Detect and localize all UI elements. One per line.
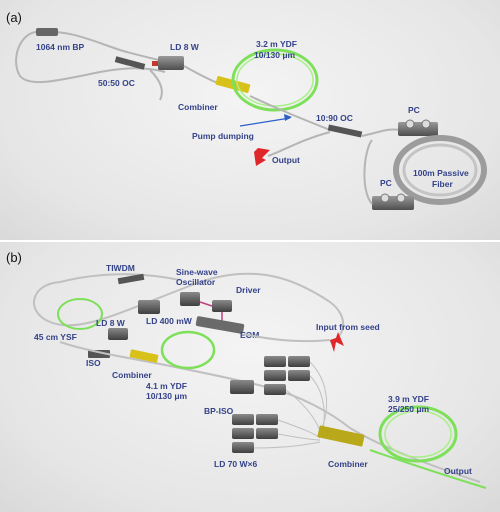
bpiso-label: BP-ISO <box>204 406 234 416</box>
panel-a-tag: (a) <box>6 10 22 25</box>
pc1-label: PC <box>408 105 420 115</box>
ld-400mw <box>138 300 160 314</box>
return-fiber <box>363 139 373 205</box>
combiner-2 <box>317 425 365 447</box>
tiwdm <box>117 273 145 285</box>
pump-diode-lead <box>152 61 158 66</box>
fiber-to-pc <box>361 128 401 137</box>
pump-diodes-upper <box>264 356 310 395</box>
ld400-label: LD 400 mW <box>146 316 193 326</box>
fiber-to-oc1090 <box>249 95 331 131</box>
panel-a-diagram: (a) 1064 nm BP 50:50 OC LD 8 W Combiner … <box>6 10 487 210</box>
fiber-loop-top-2 <box>59 273 181 283</box>
ydf-label-1: 3.2 m YDF <box>256 39 297 49</box>
ysf-coil <box>57 298 103 330</box>
tiwdm-label: TIWDM <box>106 263 135 273</box>
coupler-1090 <box>327 124 363 138</box>
output-fiber <box>267 131 331 157</box>
iso-label: ISO <box>86 358 101 368</box>
eom <box>195 316 245 334</box>
ld-8w <box>108 328 128 340</box>
ydf2-label-2: 25/250 μm <box>388 404 430 414</box>
output-label-b: Output <box>444 466 472 476</box>
output-arrow <box>254 148 270 166</box>
combiner-1 <box>129 349 159 363</box>
oc5050-label: 50:50 OC <box>98 78 135 88</box>
pump-dump-arrowhead <box>284 114 292 121</box>
fiber-to-combiner <box>183 65 221 85</box>
combiner-label: Combiner <box>178 102 218 112</box>
ydf2-label-1: 3.9 m YDF <box>388 394 429 404</box>
ydf-coil-inner <box>236 53 314 107</box>
panel-b: (b) TIWDM Sine-wave Oscillator Driver EO… <box>0 242 500 512</box>
isolator <box>88 350 110 358</box>
fiber-label-2: Fiber <box>432 179 453 189</box>
pc2-knob-1 <box>380 193 390 203</box>
pc-knob-2 <box>421 119 431 129</box>
ld-label: LD 8 W <box>170 42 200 52</box>
coupler-5050 <box>114 56 146 70</box>
driver-label: Driver <box>236 285 261 295</box>
polarization-controller-top <box>398 122 438 136</box>
sine-oscillator <box>180 292 200 306</box>
input-seed-label: Input from seed <box>316 322 380 332</box>
passive-fiber-loop-left <box>15 30 166 84</box>
bandpass-filter <box>36 28 58 36</box>
polarization-controller-bottom <box>372 196 414 210</box>
ydf-label-2: 10/130 μm <box>254 50 296 60</box>
ld8-label: LD 8 W <box>96 318 126 328</box>
pc2-knob-2 <box>396 193 406 203</box>
panel-a: (a) 1064 nm BP 50:50 OC LD 8 W Combiner … <box>0 0 500 240</box>
fiber-loop-top <box>33 272 345 343</box>
pump-diodes-lower <box>232 414 278 453</box>
passive-fiber-spool <box>393 135 487 205</box>
pc-knob-1 <box>405 119 415 129</box>
panel-b-tag: (b) <box>6 250 22 265</box>
ydf1-label-1: 4.1 m YDF <box>146 381 187 391</box>
sine-label-1: Sine-wave <box>176 267 218 277</box>
driver <box>212 300 232 312</box>
combiner2-label: Combiner <box>328 459 368 469</box>
passive-fiber-spool-inner <box>402 143 478 197</box>
pump-diode-8w <box>158 56 184 70</box>
seed-fiber <box>243 333 331 343</box>
pump-dump-arrow <box>239 117 291 127</box>
fiber-label-1: 100m Passive <box>413 168 469 178</box>
bp-label: 1064 nm BP <box>36 42 85 52</box>
output-label: Output <box>272 155 300 165</box>
pump-dump-label: Pump dumping <box>192 131 254 141</box>
ydf-coil <box>231 48 319 112</box>
bp-isolator <box>230 380 254 394</box>
oc-tail <box>149 69 163 101</box>
combiner1-label: Combiner <box>112 370 152 380</box>
output-fiber-b <box>369 449 487 489</box>
ydf2-coil-inner <box>384 410 452 458</box>
pc2-label: PC <box>380 178 392 188</box>
sine-label-2: Oscillator <box>176 277 216 287</box>
ydf1-coil <box>160 330 216 370</box>
driver-cable <box>199 301 213 307</box>
input-arrow <box>330 332 344 352</box>
panel-b-diagram: (b) TIWDM Sine-wave Oscillator Driver EO… <box>6 250 487 489</box>
oc1090-label: 10:90 OC <box>316 113 353 123</box>
ysf-label: 45 cm YSF <box>34 332 77 342</box>
ydf2-coil <box>378 405 458 463</box>
ld70-label: LD 70 W×6 <box>214 459 257 469</box>
ydf1-label-2: 10/130 μm <box>146 391 188 401</box>
